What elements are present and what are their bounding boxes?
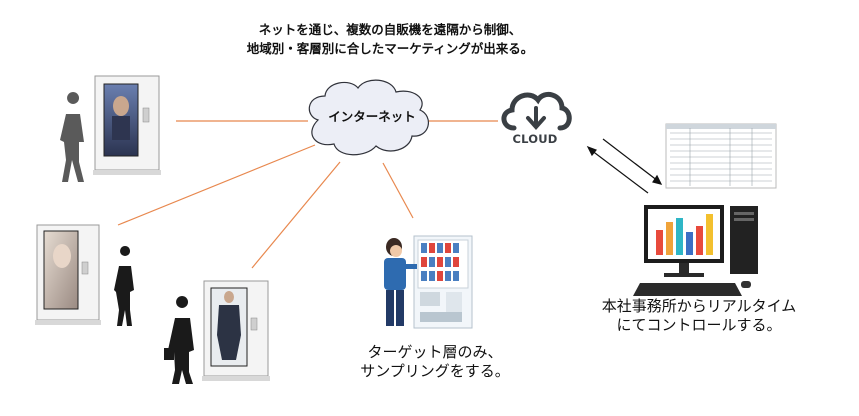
headline: ネットを通じ、複数の自販機を遠隔から制御、 地域別・客層別に合したマーケティング… — [150, 20, 630, 58]
person-silhouette-woman — [114, 246, 134, 326]
cloud-download-icon — [501, 91, 572, 131]
desktop-computer — [633, 205, 758, 296]
connector-lines — [117, 120, 498, 269]
internet-cloud — [308, 79, 429, 156]
two-way-arrow — [586, 138, 663, 194]
person-silhouette-businessman — [164, 296, 194, 384]
headline-line2: 地域別・客層別に合したマーケティングが出来る。 — [246, 41, 534, 56]
person-silhouette-walking — [60, 92, 84, 182]
signage-kiosk-left — [35, 224, 101, 325]
headline-line1: ネットを通じ、複数の自販機を遠隔から制御、 — [258, 22, 522, 37]
signage-kiosk-center — [202, 280, 270, 381]
cloud-label: CLOUD — [512, 132, 558, 146]
connector-left-kiosk — [117, 144, 316, 226]
internet-label: インターネット — [328, 109, 416, 124]
office-caption: 本社事務所からリアルタイム にてコントロールする。 — [584, 297, 814, 335]
vending-caption: ターゲット層のみ、 サンプリングをする。 — [340, 343, 530, 381]
spreadsheet-document — [665, 123, 777, 189]
connector-vending — [382, 162, 414, 219]
vending-machine — [413, 235, 473, 329]
person-at-vending-machine — [384, 238, 417, 326]
vending-caption-line2: サンプリングをする。 — [360, 362, 510, 380]
office-caption-line1: 本社事務所からリアルタイム — [601, 297, 797, 315]
connector-center-kiosk — [251, 161, 341, 269]
vending-caption-line1: ターゲット層のみ、 — [367, 343, 503, 361]
office-caption-line2: にてコントロールする。 — [616, 316, 782, 334]
signage-kiosk-top — [93, 75, 161, 175]
